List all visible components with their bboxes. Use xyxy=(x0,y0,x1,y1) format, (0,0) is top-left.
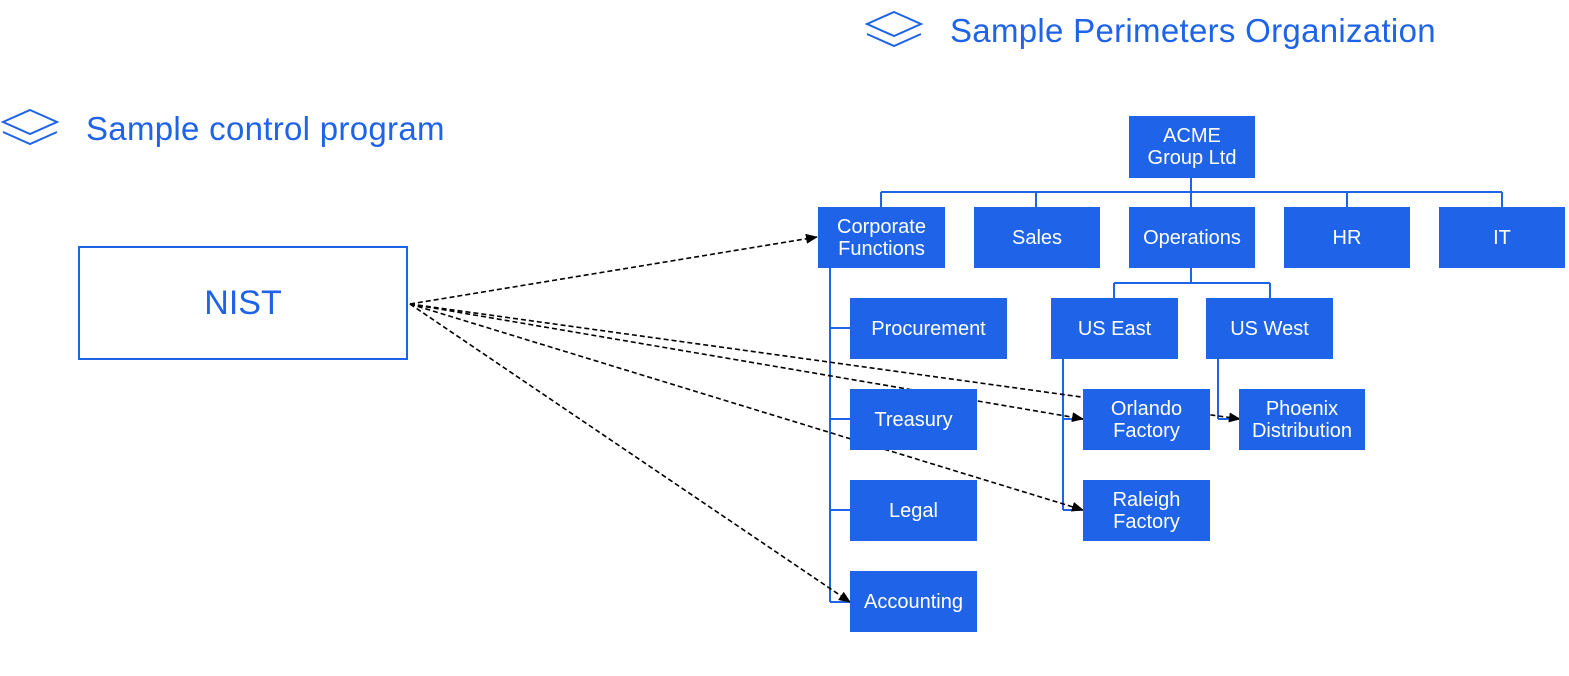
org-node-legal[interactable]: Legal xyxy=(850,480,977,541)
org-node-phoenix-distribution[interactable]: Phoenix Distribution xyxy=(1239,389,1365,450)
control-title: Sample control program xyxy=(86,110,445,147)
org-node-us-west[interactable]: US West xyxy=(1206,298,1333,359)
org-node-label: Corporate Functions xyxy=(837,215,926,260)
org-root-acme[interactable]: ACME Group Ltd xyxy=(1129,116,1255,178)
org-node-label: US East xyxy=(1077,317,1152,340)
nist-box[interactable]: NIST xyxy=(78,246,408,360)
org-node-procurement[interactable]: Procurement xyxy=(850,298,1007,359)
org-node-raleigh-factory[interactable]: Raleigh Factory xyxy=(1083,480,1210,541)
perimeters-heading: Sample Perimeters Organization xyxy=(864,10,1436,52)
org-node-label: Operations xyxy=(1143,226,1241,249)
org-node-label: US West xyxy=(1230,317,1309,340)
arrow-to-corporate-functions xyxy=(409,233,818,305)
org-node-us-east[interactable]: US East xyxy=(1051,298,1178,359)
layers-icon xyxy=(864,10,924,48)
org-node-label: Raleigh Factory xyxy=(1112,488,1181,533)
org-node-label: IT xyxy=(1493,226,1511,249)
org-node-accounting[interactable]: Accounting xyxy=(850,571,977,632)
control-heading: Sample control program xyxy=(0,108,445,150)
org-node-label: Sales xyxy=(1011,226,1063,249)
nist-label: NIST xyxy=(204,283,282,322)
org-node-label: Phoenix Distribution xyxy=(1251,397,1353,442)
org-node-it[interactable]: IT xyxy=(1439,207,1565,268)
layers-icon xyxy=(0,108,60,146)
org-node-label: Legal xyxy=(889,499,938,522)
org-node-hr[interactable]: HR xyxy=(1284,207,1410,268)
org-root-label: ACME Group Ltd xyxy=(1147,125,1237,169)
org-node-label: HR xyxy=(1332,226,1362,249)
org-node-operations[interactable]: Operations xyxy=(1129,207,1255,268)
perimeters-title: Sample Perimeters Organization xyxy=(950,12,1436,49)
org-node-corporate-functions[interactable]: Corporate Functions xyxy=(818,207,945,268)
org-node-label: Accounting xyxy=(864,590,963,613)
org-node-label: Orlando Factory xyxy=(1110,397,1183,442)
arrow-to-raleigh-factory xyxy=(409,303,1084,512)
org-tree-lines xyxy=(829,178,1503,603)
org-node-treasury[interactable]: Treasury xyxy=(850,389,977,450)
org-node-label: Procurement xyxy=(871,317,986,340)
arrow-to-accounting xyxy=(409,303,851,603)
org-node-orlando-factory[interactable]: Orlando Factory xyxy=(1083,389,1210,450)
org-node-sales[interactable]: Sales xyxy=(974,207,1100,268)
org-node-label: Treasury xyxy=(874,408,953,431)
